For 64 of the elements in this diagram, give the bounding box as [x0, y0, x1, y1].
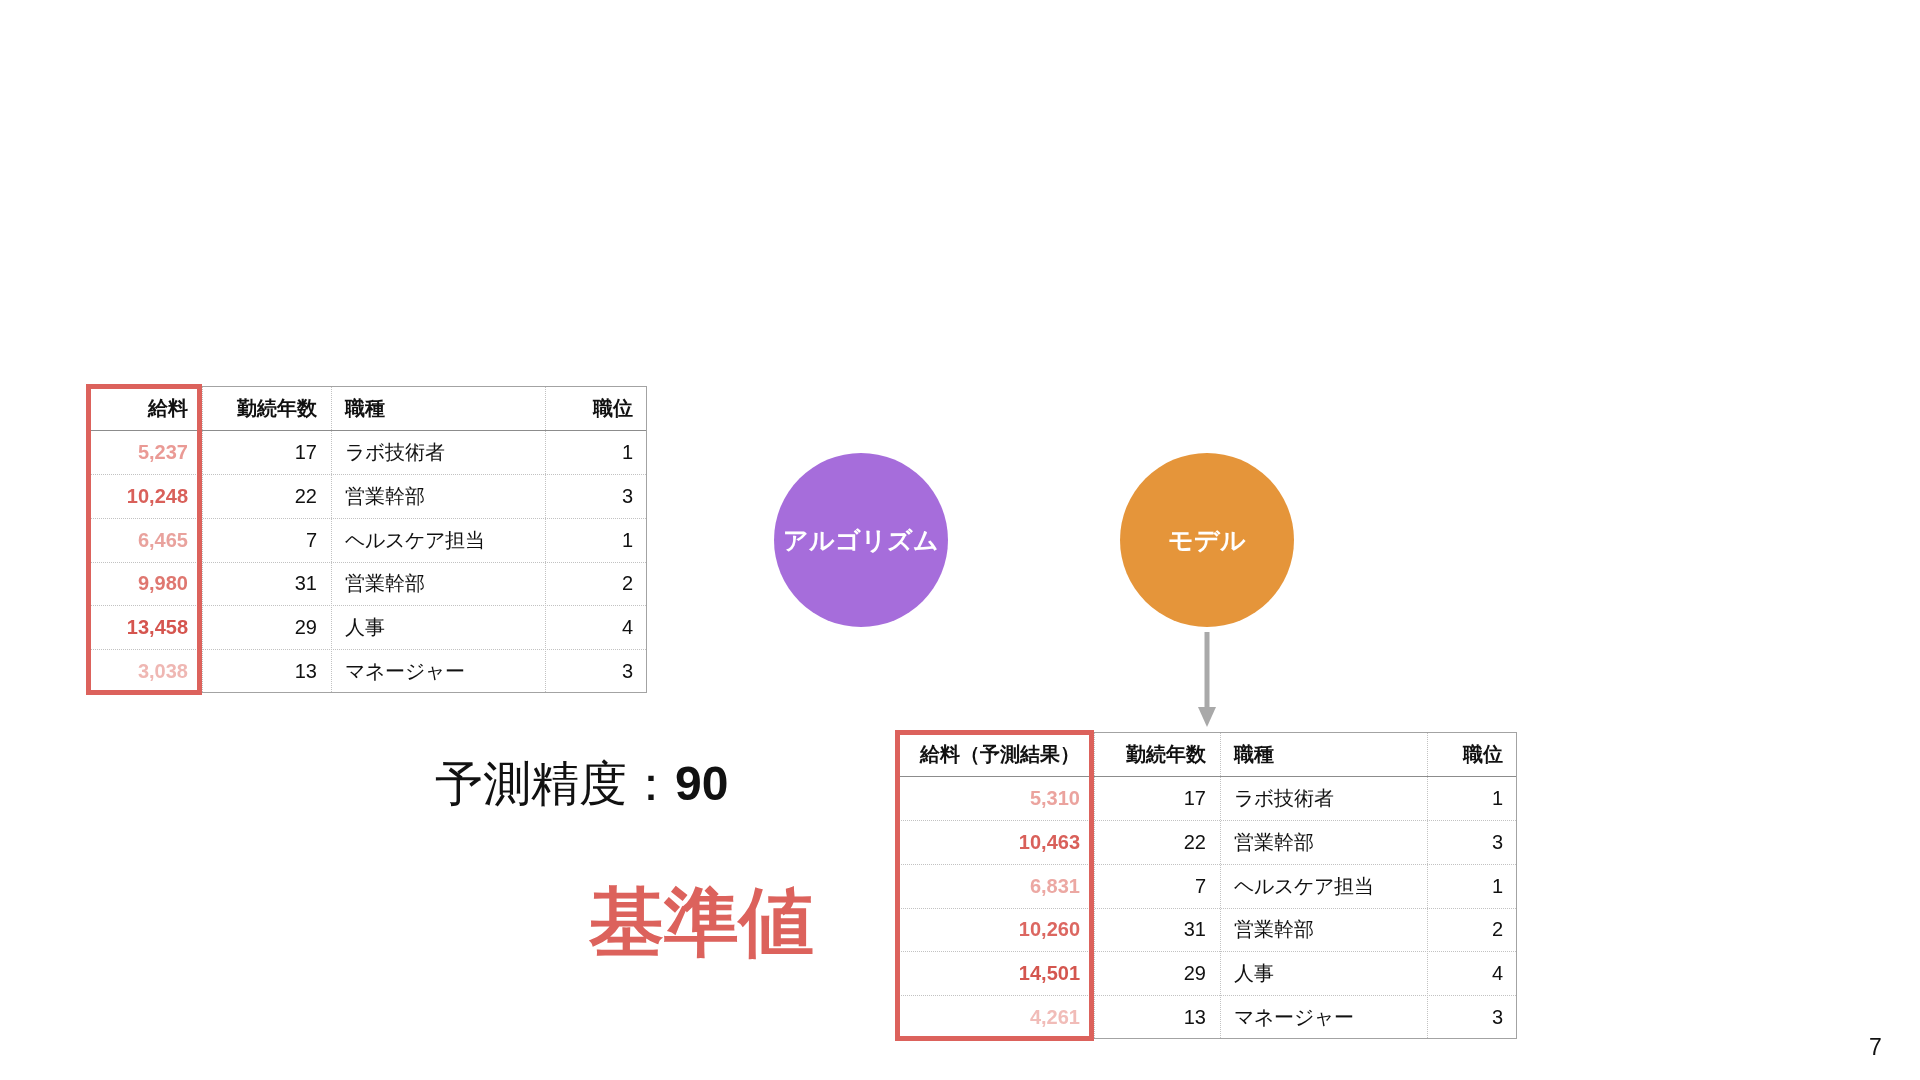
column-header: 職種: [1234, 742, 1274, 766]
years-value: 31: [294, 571, 317, 596]
years-value: 17: [1183, 785, 1206, 810]
accuracy-text: 予測精度：90: [435, 760, 729, 808]
salary-value: 14,501: [1018, 961, 1080, 986]
rank-value: 2: [621, 571, 633, 596]
rank-value: 1: [621, 439, 633, 464]
salary-value: 13,458: [126, 615, 188, 640]
years-value: 31: [1183, 917, 1206, 942]
arrow: [1198, 632, 1216, 727]
rank-value: 2: [1491, 917, 1503, 942]
rank-value: 3: [621, 483, 633, 508]
rank-value: 4: [621, 615, 633, 640]
salary-value: 3,038: [137, 659, 188, 684]
rank-value: 1: [1491, 785, 1503, 810]
job-title: 人事: [1234, 961, 1274, 986]
rank-value: 3: [621, 659, 633, 684]
job-title: ヘルスケア担当: [345, 527, 485, 552]
salary-value: 6,831: [1029, 873, 1080, 898]
rank-value: 1: [621, 527, 633, 552]
salary-value: 10,463: [1018, 829, 1080, 854]
page-number: 7: [1869, 1036, 1882, 1059]
column-header: 給料: [148, 396, 188, 420]
salary-value: 4,261: [1029, 1005, 1080, 1030]
column-header: 職種: [345, 396, 385, 420]
job-title: ラボ技術者: [1234, 785, 1334, 810]
salary-value: 9,980: [137, 571, 188, 596]
column-header: 職位: [593, 396, 633, 420]
highlight-word: 基準値: [589, 885, 814, 960]
years-value: 29: [1183, 961, 1206, 986]
years-value: 7: [305, 527, 317, 552]
years-value: 29: [294, 615, 317, 640]
concept-circle: モデル: [1120, 453, 1294, 627]
years-value: 13: [1183, 1005, 1206, 1030]
job-title: ヘルスケア担当: [1234, 873, 1374, 898]
salary-value: 10,260: [1018, 917, 1080, 942]
years-value: 7: [1194, 873, 1206, 898]
rank-value: 4: [1491, 961, 1503, 986]
column-header: 勤続年数: [1126, 742, 1206, 766]
data-table: [895, 732, 1517, 1039]
column-header: 勤続年数: [237, 396, 317, 420]
job-title: ラボ技術者: [345, 439, 445, 464]
salary-value: 6,465: [137, 527, 188, 552]
job-title: 営業幹部: [345, 483, 425, 508]
job-title: 営業幹部: [1234, 917, 1314, 942]
rank-value: 1: [1491, 873, 1503, 898]
concept-circle: アルゴリズム: [774, 453, 948, 627]
years-value: 22: [1183, 829, 1206, 854]
rank-value: 3: [1491, 1005, 1503, 1030]
years-value: 22: [294, 483, 317, 508]
salary-value: 5,310: [1029, 785, 1080, 810]
years-value: 13: [294, 659, 317, 684]
job-title: マネージャー: [345, 659, 465, 684]
job-title: 人事: [345, 615, 385, 640]
column-header: 給料（予測結果）: [920, 742, 1080, 766]
job-title: 営業幹部: [345, 571, 425, 596]
data-table: [86, 386, 647, 693]
rank-value: 3: [1491, 829, 1503, 854]
salary-value: 10,248: [126, 483, 188, 508]
years-value: 17: [294, 439, 317, 464]
job-title: マネージャー: [1234, 1005, 1354, 1030]
column-header: 職位: [1463, 742, 1503, 766]
salary-value: 5,237: [137, 439, 188, 464]
job-title: 営業幹部: [1234, 829, 1314, 854]
